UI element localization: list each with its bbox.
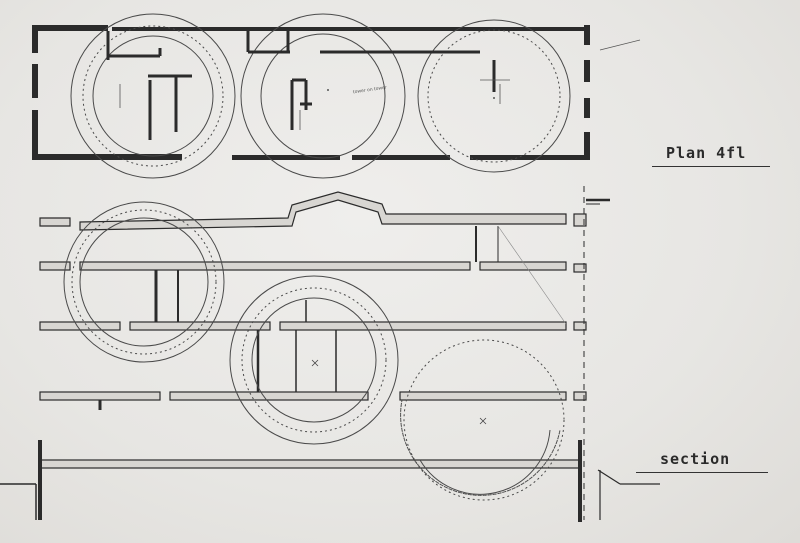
plan-label-underline bbox=[652, 166, 770, 167]
section-label: section bbox=[660, 450, 731, 468]
plan-outer-walls bbox=[32, 25, 590, 160]
section-walls bbox=[0, 186, 660, 522]
plan-label: Plan 4fl bbox=[666, 144, 747, 162]
plan-interior-walls bbox=[106, 31, 496, 140]
section-tower-rings bbox=[63, 201, 565, 501]
section-markers bbox=[311, 359, 487, 425]
plan-tower-rings bbox=[70, 13, 571, 179]
plan-markers bbox=[327, 89, 495, 99]
plan-thin-lines bbox=[119, 39, 641, 130]
section-guide-line bbox=[497, 225, 567, 325]
section-floor-slabs bbox=[39, 191, 587, 469]
section-label-underline bbox=[636, 472, 768, 473]
